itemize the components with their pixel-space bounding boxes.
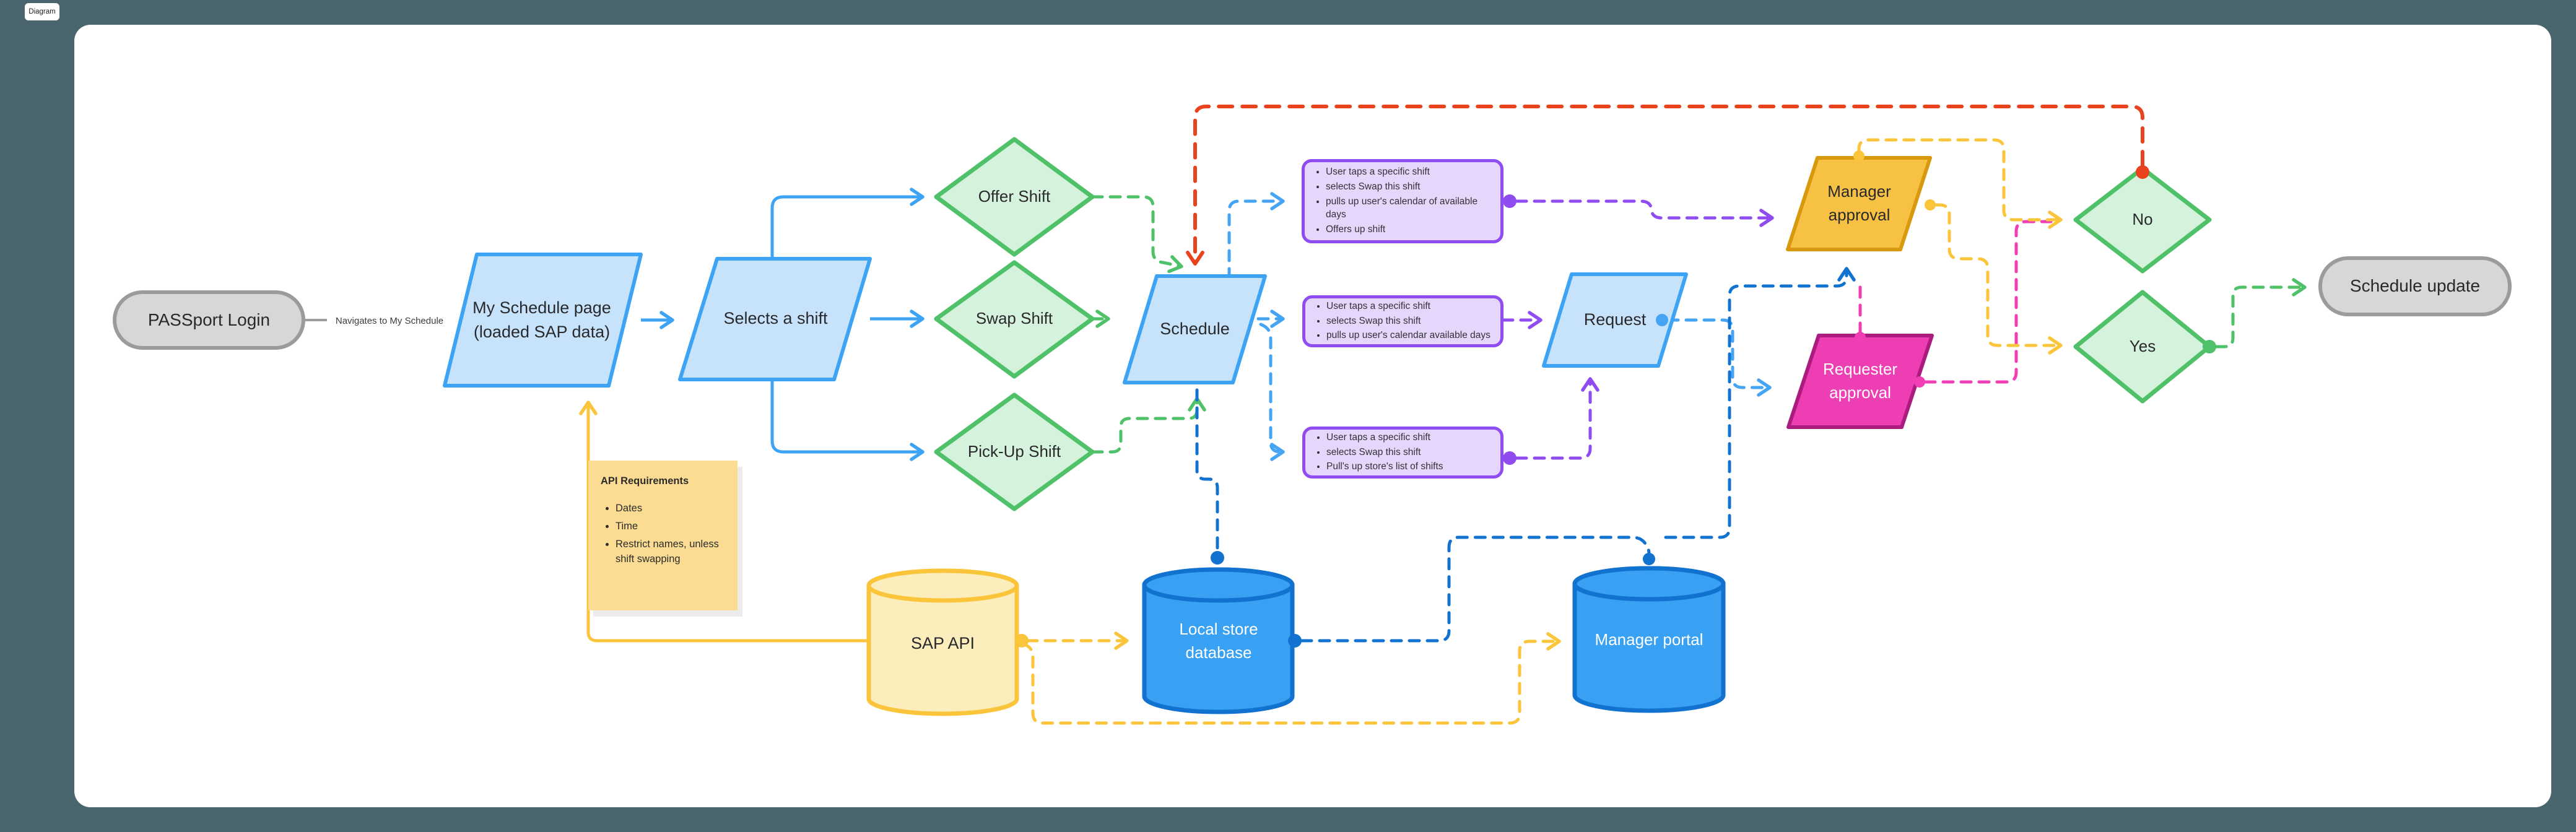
edge-manager-to-yes[interactable] xyxy=(1934,203,2063,355)
edge-offersteps-to-manager[interactable] xyxy=(1515,199,1774,227)
note-api-requirement: Time xyxy=(616,519,725,534)
edge-no-to-schedule[interactable] xyxy=(1186,105,2144,266)
connector-dot-blue-request xyxy=(1656,314,1668,326)
edge-selects-to-offer[interactable] xyxy=(770,188,925,259)
node-schedule-label: Schedule xyxy=(1160,319,1230,339)
note-pickup-steps[interactable]: User taps a specific shift selects Swap … xyxy=(1302,427,1503,479)
connector-dot-green xyxy=(2203,340,2216,353)
node-no-label: No xyxy=(2132,210,2153,229)
edge-pickupsteps-to-request[interactable] xyxy=(1515,377,1599,460)
node-manager-approval-label: Manager approval xyxy=(1827,182,1891,224)
node-sap-api-shape[interactable] xyxy=(866,568,1019,716)
note-pickup-step: selects Swap this shift xyxy=(1326,446,1443,459)
note-pickup-step: User taps a specific shift xyxy=(1326,431,1443,444)
node-sap-api-label: SAP API xyxy=(910,634,975,653)
node-my-schedule-label: My Schedule page (loaded SAP data) xyxy=(472,298,611,341)
edge-schedule-to-offersteps[interactable] xyxy=(1227,192,1285,280)
connector-dot-purple-pickupsteps xyxy=(1503,451,1516,465)
edge-localdb-to-portal[interactable] xyxy=(1300,535,1651,643)
note-api-requirements-title: API Requirements xyxy=(601,475,689,487)
note-swap-step: selects Swap this shift xyxy=(1326,315,1490,328)
note-offer-steps[interactable]: User taps a specific shift selects Swap … xyxy=(1302,159,1503,243)
node-passport-login-label: PASSport Login xyxy=(147,310,271,329)
node-pickup-shift-label: Pick-Up Shift xyxy=(967,442,1061,461)
node-local-store-db-shape[interactable] xyxy=(1142,567,1295,714)
note-api-requirement: Dates xyxy=(616,501,725,516)
connector-dot-dblue-portal-top xyxy=(1643,553,1655,565)
note-offer-step: User taps a specific shift xyxy=(1326,166,1500,179)
node-requester-approval-label: Requester approval xyxy=(1823,360,1897,402)
node-requester-approval-shape[interactable] xyxy=(1786,334,1934,429)
edge-sapapi-to-myschedule[interactable] xyxy=(579,401,869,643)
edge-offer-to-schedule[interactable] xyxy=(1090,195,1183,274)
node-swap-shift-shape[interactable] xyxy=(934,260,1095,379)
note-offer-step: selects Swap this shift xyxy=(1326,181,1500,194)
edge-yes-to-update[interactable] xyxy=(2214,278,2307,349)
node-passport-login-shape[interactable] xyxy=(113,290,305,350)
connector-dot-dblue-localdb xyxy=(1288,634,1302,648)
node-local-store-db-label: Local store database xyxy=(1179,620,1258,662)
note-offer-step: Offers up shift xyxy=(1326,223,1500,236)
edge-schedule-to-pickupsteps[interactable] xyxy=(1259,323,1285,461)
edge-schedule-to-localdb[interactable] xyxy=(1195,388,1219,552)
edge-requester-to-no[interactable] xyxy=(1923,220,2053,384)
diagram-frame-tab[interactable]: Diagram xyxy=(25,3,59,20)
node-manager-approval-shape[interactable] xyxy=(1786,156,1932,251)
diagram-canvas xyxy=(74,25,2551,807)
node-selects-shift-label: Selects a shift xyxy=(723,309,828,328)
connector-dot-pink-top xyxy=(1855,332,1866,343)
node-schedule-update-shape[interactable] xyxy=(2318,256,2512,316)
edge-pickup-to-schedule[interactable] xyxy=(1090,397,1206,454)
edge-portal-to-manager[interactable] xyxy=(1664,267,1856,539)
node-pickup-shift-shape[interactable] xyxy=(934,392,1095,511)
connector-dot-yellow-manager-right xyxy=(1925,199,1936,210)
node-request-label: Request xyxy=(1583,310,1647,329)
node-swap-shift-label: Swap Shift xyxy=(975,309,1053,328)
node-selects-shift-shape[interactable] xyxy=(678,257,872,381)
node-manager-portal-shape[interactable] xyxy=(1572,566,1726,713)
note-api-requirement: Restrict names, unless shift swapping xyxy=(616,537,725,568)
node-no-shape[interactable] xyxy=(2073,166,2212,274)
node-my-schedule-shape[interactable] xyxy=(443,253,643,388)
node-manager-portal-label: Manager portal xyxy=(1595,630,1704,649)
connector-dot-pink-right xyxy=(1914,376,1925,388)
node-offer-shift-shape[interactable] xyxy=(934,137,1095,257)
edge-manager-to-no[interactable] xyxy=(1857,138,2063,229)
node-request-shape[interactable] xyxy=(1542,272,1688,368)
connector-dot-yellow-manager-top xyxy=(1853,150,1865,162)
edge-sapapi-to-portal[interactable] xyxy=(1021,632,1561,725)
node-schedule-update-label: Schedule update xyxy=(2349,276,2481,296)
note-swap-steps[interactable]: User taps a specific shift selects Swap … xyxy=(1302,295,1503,347)
node-offer-shift-label: Offer Shift xyxy=(978,187,1051,206)
note-api-requirements[interactable]: API Requirements Dates Time Restrict nam… xyxy=(588,461,738,610)
note-swap-step: User taps a specific shift xyxy=(1326,300,1490,313)
node-schedule-shape[interactable] xyxy=(1123,274,1267,384)
note-offer-step: pulls up user's calendar of available da… xyxy=(1326,196,1500,222)
connector-dot-yellow-sap xyxy=(1015,634,1029,648)
edge-selects-to-pickup[interactable] xyxy=(770,379,925,461)
edge-request-to-requester[interactable] xyxy=(1666,318,1772,397)
note-swap-step: pulls up user's calendar available days xyxy=(1326,329,1490,342)
connector-dot-red xyxy=(2136,165,2149,179)
edge-label-navigates: Navigates to My Schedule xyxy=(327,309,452,332)
connector-dot-dblue-localdb-top xyxy=(1211,551,1224,565)
connector-dot-purple-offersteps xyxy=(1503,194,1516,208)
node-yes-label: Yes xyxy=(2129,337,2156,356)
note-pickup-step: Pull's up store's list of shifts xyxy=(1326,461,1443,474)
